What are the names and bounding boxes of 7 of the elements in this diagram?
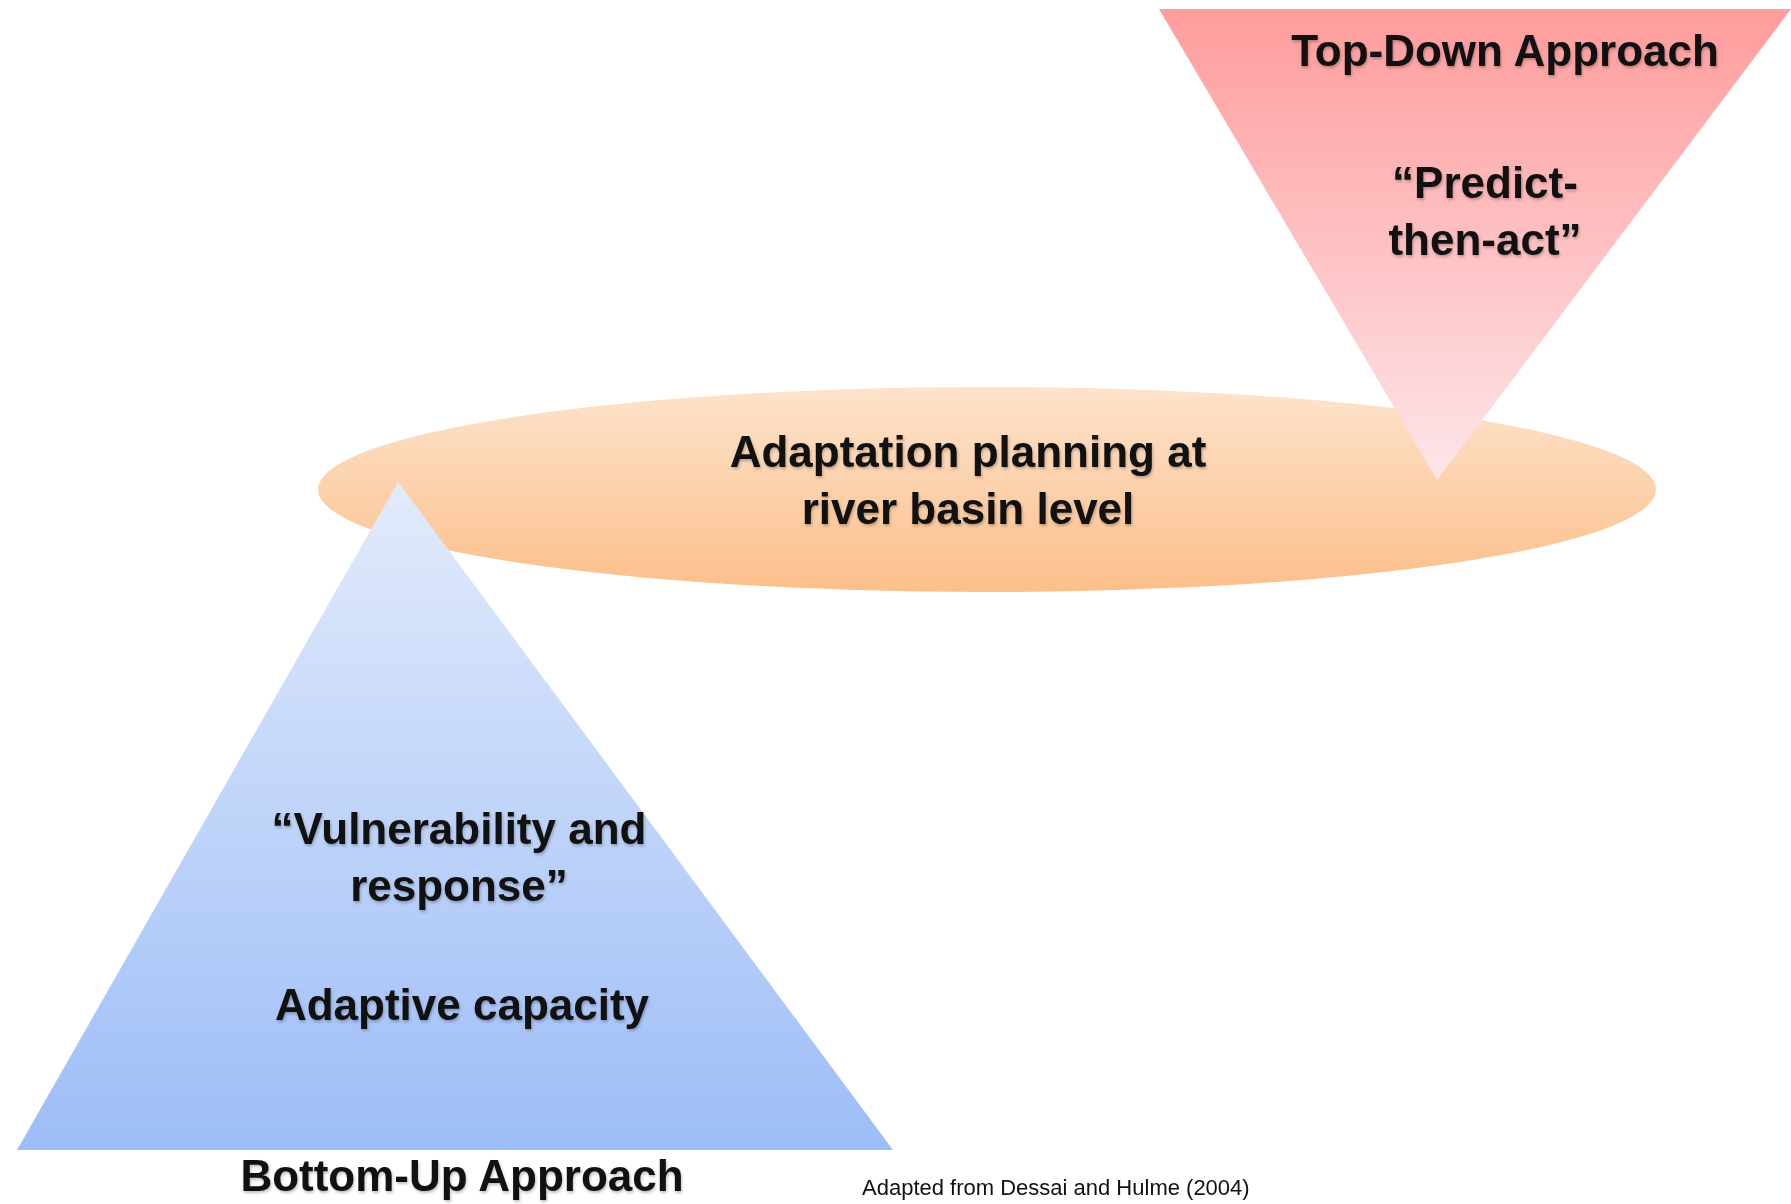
- shape-label: Adaptive capacity: [273, 979, 651, 1032]
- heading: Bottom-Up Approach: [239, 1150, 685, 1203]
- shape-label: “Vulnerability and response”: [270, 802, 648, 912]
- shape-label: “Predict-then-act”: [1387, 156, 1583, 266]
- heading: Top-Down Approach: [1290, 25, 1720, 78]
- caption: Adapted from Dessai and Hulme (2004): [862, 1175, 1250, 1201]
- shape-label: Adaptation planning at river basin level: [728, 425, 1208, 535]
